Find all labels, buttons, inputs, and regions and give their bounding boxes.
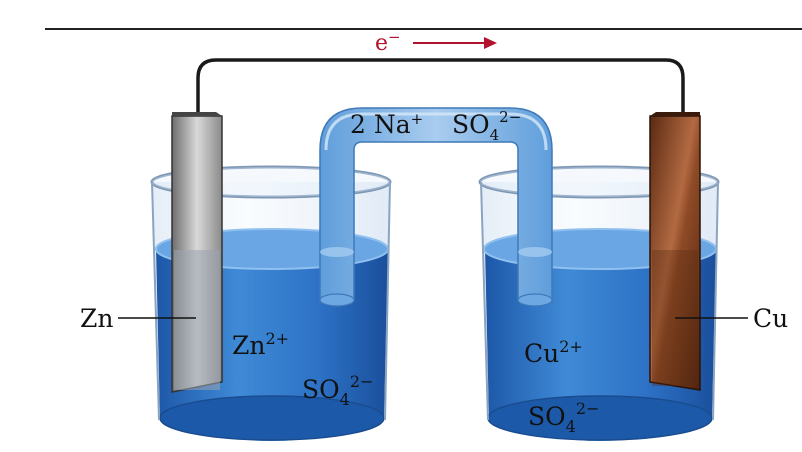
zn-electrode-label: Zn [80,304,113,333]
zn-ion-label: Zn2+ [232,329,289,360]
external-wire [196,58,685,116]
right-sulfate-label: SO42− [528,399,599,436]
salt-bridge [319,107,553,307]
electron-arrow-head-icon [484,37,497,49]
bridge-anion-label: SO42− [452,108,521,144]
cation-label: 2 Na+ [350,110,423,139]
electron-label: e− [375,28,401,56]
electron-flow: e− [375,28,497,56]
left-sulfate-label: SO42− [302,372,373,409]
cu-electrode-label: Cu [753,304,788,333]
copper-electrode [649,112,701,391]
cu-ion-label: Cu2+ [524,337,583,368]
zinc-electrode [171,112,223,393]
